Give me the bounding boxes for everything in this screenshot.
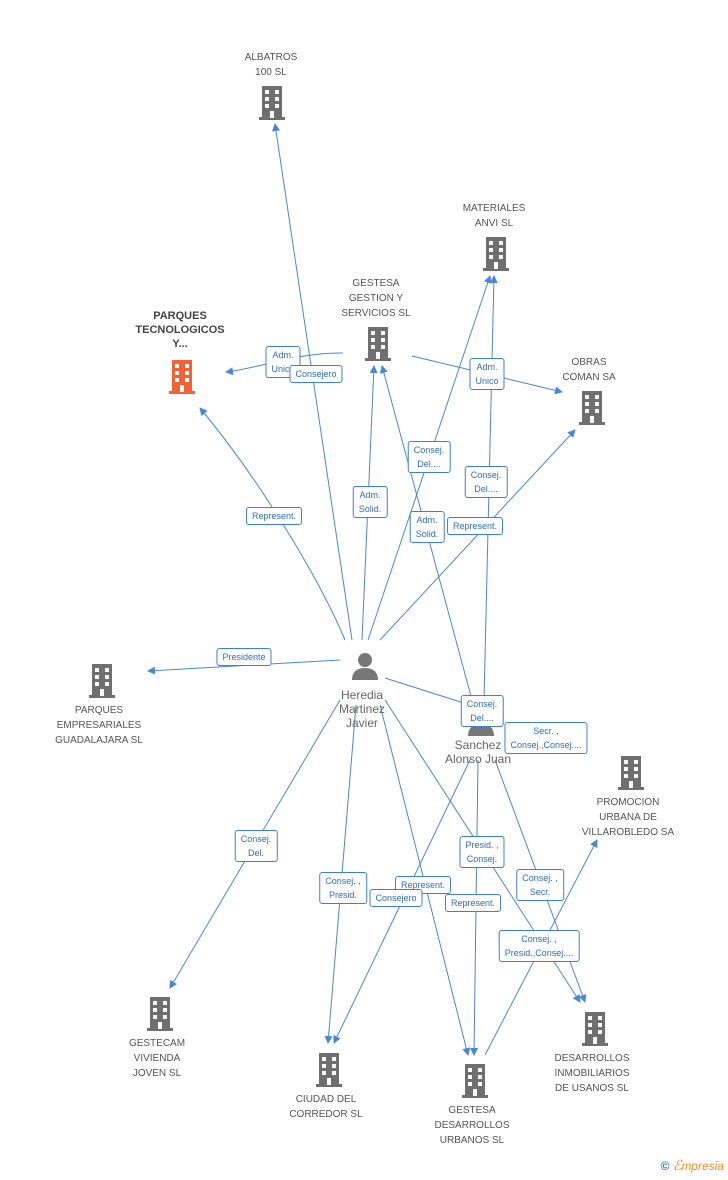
edge-label[interactable]: Consej. Del.... [407, 441, 451, 473]
node-label-promocion[interactable]: PROMOCION URBANA DE VILLAROBLEDO SA [581, 797, 675, 838]
node-label-ciudad[interactable]: CIUDAD DEL CORREDOR SL [289, 1094, 363, 1120]
brand-name: mpresia [681, 1159, 724, 1173]
edge-label[interactable]: Secr. , Consej.,Consej.... [504, 722, 588, 754]
brand-logo: © ℰmpresia [661, 1158, 724, 1174]
building-icon[interactable] [460, 1064, 490, 1098]
building-icon[interactable] [257, 86, 287, 120]
edge-label[interactable]: Represent. [446, 517, 504, 535]
node-label-parques-tec[interactable]: PARQUES TECNOLOGICOS Y... [135, 310, 225, 350]
edge-label[interactable]: Consej. , Secr. [516, 869, 564, 901]
edge-label[interactable]: Presid. , Consej. [459, 836, 505, 868]
building-icon[interactable] [145, 997, 175, 1031]
node-label-desarrollos[interactable]: DESARROLLOS INMOBILIARIOS DE USANOS SL [554, 1053, 630, 1094]
node-label-gestesa-des[interactable]: GESTESA DESARROLLOS URBANOS SL [434, 1105, 510, 1146]
building-icon[interactable] [363, 327, 393, 361]
node-label-sanchez[interactable]: Sanchez Alonso Juan [444, 738, 512, 766]
edge-label[interactable]: Adm. Unico [469, 358, 505, 390]
edge-label[interactable]: Adm. Solid. [352, 486, 388, 518]
node-label-gestecam[interactable]: GESTECAM VIVIENDA JOVEN SL [128, 1038, 186, 1079]
node-label-gestesa-gestion[interactable]: GESTESA GESTION Y SERVICIOS SL [341, 278, 411, 319]
node-label-materiales[interactable]: MATERIALES ANVI SL [462, 203, 526, 229]
edge-label[interactable]: Consej. Del.... [464, 466, 508, 498]
edge-label[interactable]: Consej. Del. [234, 830, 278, 862]
building-icon[interactable] [167, 360, 197, 394]
edge-label[interactable]: Consej. , Presid.,Consej.... [498, 930, 580, 962]
edge-label[interactable]: Consejero [289, 365, 343, 383]
edge-label[interactable]: Adm. Unico [265, 346, 301, 378]
building-icon[interactable] [577, 391, 607, 425]
copyright-symbol: © [660, 1159, 670, 1173]
node-label-parques-emp[interactable]: PARQUES EMPRESARIALES GUADALAJARA SL [55, 705, 143, 746]
person-icon[interactable] [350, 652, 380, 680]
edge-label[interactable]: Represent. [245, 507, 303, 525]
edge-label[interactable]: Presidente [216, 648, 272, 666]
node-label-obras[interactable]: OBRAS COMAN SA [562, 357, 616, 383]
edge-label[interactable]: Consej. Del.... [460, 695, 504, 727]
node-label-albatros[interactable]: ALBATROS 100 SL [244, 52, 298, 78]
edge-label[interactable]: Consejero [369, 889, 423, 907]
edge-heredia-parques-tec [199, 407, 346, 641]
building-icon[interactable] [87, 664, 117, 698]
edge-heredia-sanchez [384, 677, 471, 706]
node-label-heredia[interactable]: Heredia Martinez Javier [338, 688, 386, 730]
building-icon[interactable] [481, 237, 511, 271]
edge-label[interactable]: Represent. [444, 894, 502, 912]
edge-label[interactable]: Adm. Solid. [409, 511, 445, 543]
brand-initial: ℰ [672, 1158, 682, 1174]
edge-heredia-obras [379, 429, 576, 641]
building-icon[interactable] [580, 1012, 610, 1046]
building-icon[interactable] [616, 756, 646, 790]
building-icon[interactable] [314, 1053, 344, 1087]
edge-label[interactable]: Consej. , Presid. [319, 872, 367, 904]
